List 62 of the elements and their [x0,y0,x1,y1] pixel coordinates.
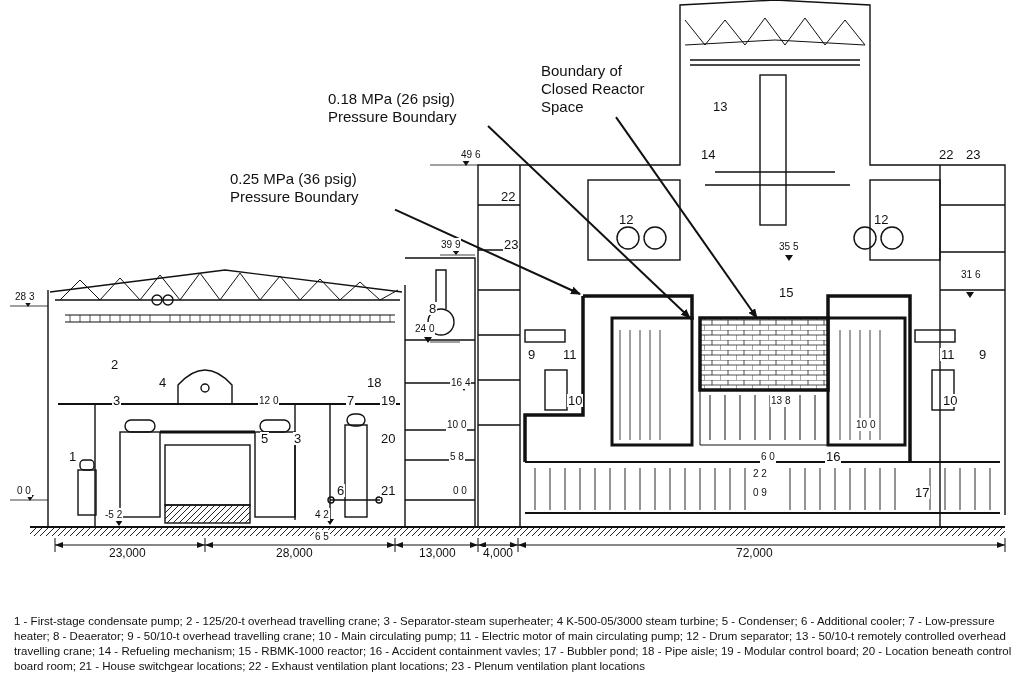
callout-number: 21 [380,484,397,497]
elevation-label: 0 0 [16,484,32,497]
callout-number: 6 [336,484,346,497]
elevation-label: 6 5 [314,530,330,543]
elevation-label: 0 0 [452,484,468,497]
callout-number: 23 [503,238,520,251]
elevation-label: 10 0 [446,418,468,431]
elevation-label: -5 2 [104,508,124,521]
callout-number: 10 [567,394,584,407]
callout-number: 8 [428,302,438,315]
elevation-label: 31 6 [960,268,982,281]
leader-arrow [394,208,581,295]
callout-number: 20 [380,432,397,445]
elevation-label: 6 0 [760,450,776,463]
dimension-label: 28,000 [275,547,314,560]
dimension-label: 23,000 [108,547,147,560]
callout-number: 13 [712,100,729,113]
callout-number: 9 [527,348,537,361]
elevation-label: 16 4 [450,376,472,389]
callout-number: 3 [293,432,303,445]
callout-number: 11 [940,348,956,361]
callout-number: 22 [500,190,517,203]
dimension-label: 72,000 [735,547,774,560]
dimension-label: 13,000 [418,547,457,560]
callout-number: 10 [942,394,959,407]
elevation-label: 49 6 [460,148,482,161]
callout-number: 19 [380,394,397,407]
callout-number: 5 [260,432,270,445]
elevation-label: 13 8 [770,394,792,407]
elevation-label: 10 0 [855,418,877,431]
callout-number: 9 [978,348,988,361]
callout-number: 23 [965,148,982,161]
elevation-label: 5 8 [449,450,465,463]
callout-number: 4 [158,376,168,389]
elevation-label: 2 2 [752,467,768,480]
callout-number: 2 [110,358,120,371]
callout-number: 1 [68,450,78,463]
callout-text: 0.18 MPa (26 psig) Pressure Boundary [328,90,488,126]
callout-number: 3 [112,394,122,407]
callout-text: Boundary of Closed Reactor Space [541,62,666,116]
elevation-label: 0 9 [752,486,768,499]
callout-number: 22 [938,148,955,161]
leader-arrow [487,125,691,319]
elevation-label: 24 0 [414,322,436,335]
leader-arrow [615,116,758,319]
elevation-label: 28 3 [14,290,36,303]
caption: 1 - First-stage condensate pump; 2 - 125/20-t overhead travelling crane; 3 - Separator-steam superheater; 4 K-500-05/3000 steam turbine; 5 - Condenser; 6 - Additional cooler; 7 - Low-pressure heater; 8 - Deaerator; 9 - 50/10-t overhead travelling crane; 10 - Main circulating pump; 11 - Electric motor of main circulating pump; 12 - Drum separator; 13 - 50/10-t remotely controlled overhead travelling crane; 14 - Refueling mechanism; 15 - RBMK-1000 reactor; 16 - Accident containment vavles; 17 - Bubbler pond; 18 - Pipe aisle; 19 - Modular control board; 20 - Location beneath control board room; 21 - House switchgear locations; 22 - Exhaust ventilation plant locations; 23 - Plenum ventilation plant locations [14,614,1013,674]
elevation-label: 12 0 [258,394,280,407]
elevation-label: 35 5 [778,240,800,253]
elevation-label: 4 2 [314,508,330,521]
callout-number: 12 [618,213,635,226]
dimension-label: 4,000 [482,547,515,560]
callout-number: 11 [562,348,578,361]
callout-text: 0.25 MPa (36 psig) Pressure Boundary [230,170,395,206]
callout-number: 15 [778,286,795,299]
callout-number: 7 [346,394,356,407]
elevation-label: 39 9 [440,238,462,251]
callout-number: 18 [366,376,383,389]
callout-number: 14 [700,148,717,161]
callout-number: 17 [914,486,931,499]
callout-number: 12 [873,213,890,226]
callout-number: 16 [825,450,842,463]
